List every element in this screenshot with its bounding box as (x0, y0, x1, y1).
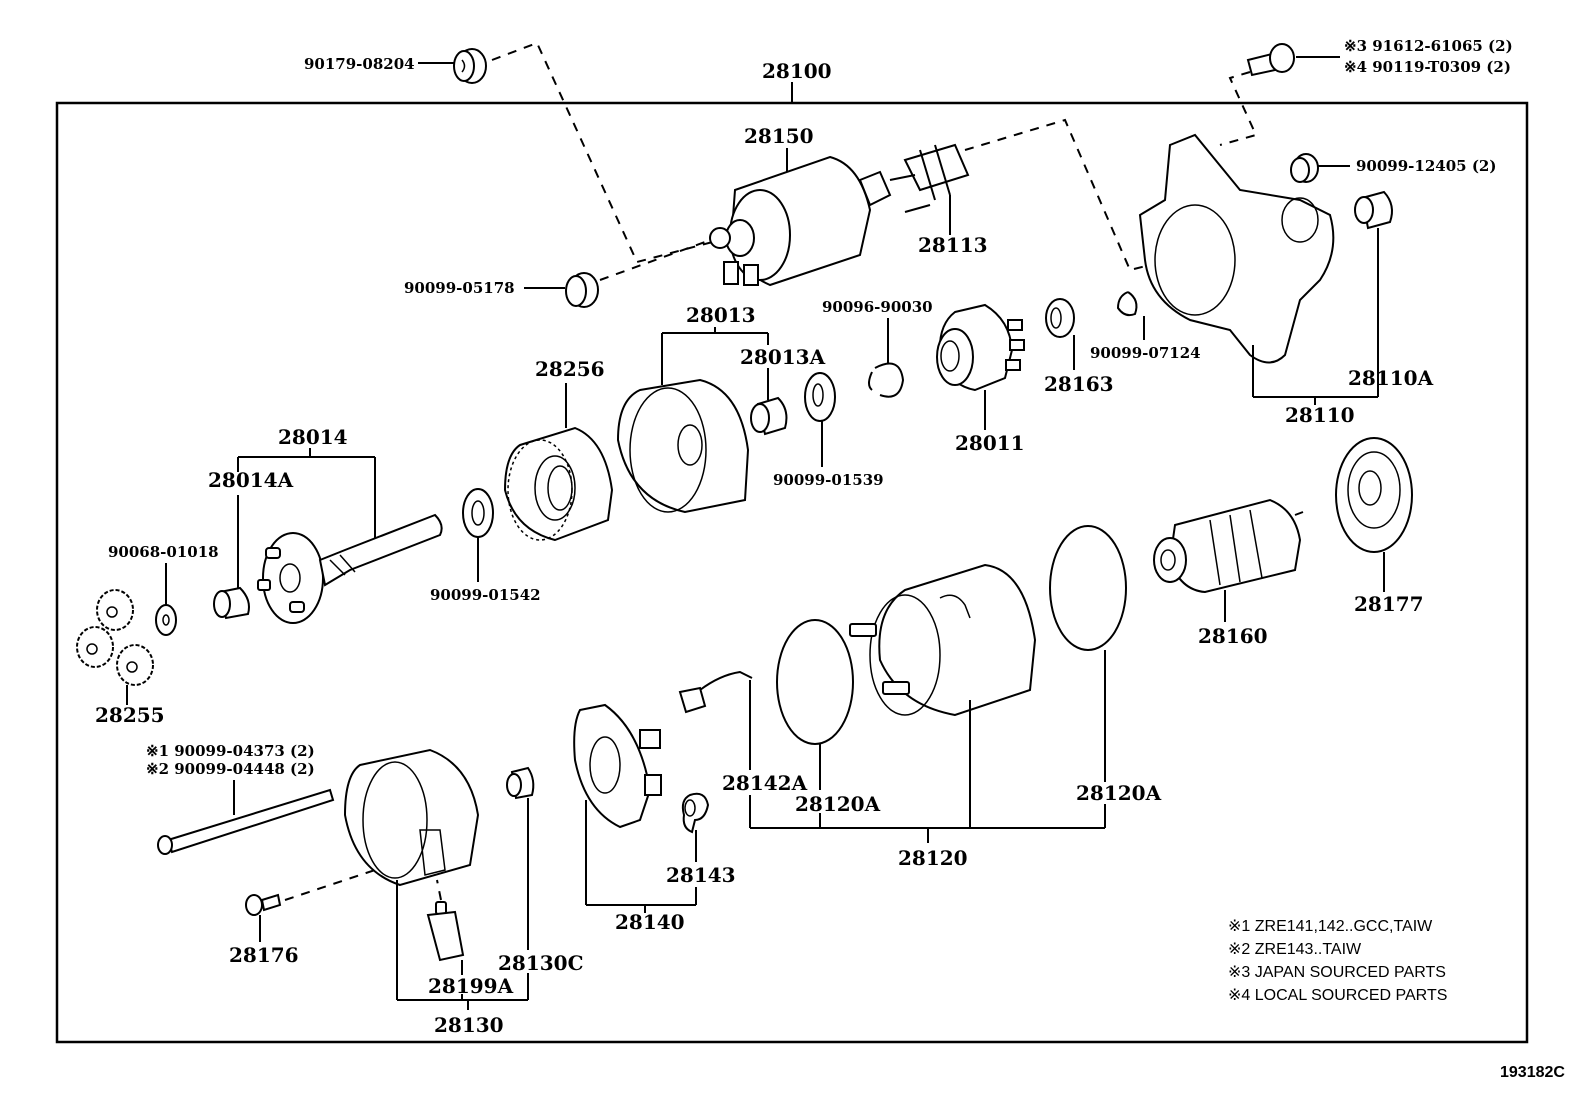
armature-28160-icon (1153, 498, 1304, 594)
label-90099-04448[interactable]: ※2 90099-04448 (2) (146, 760, 315, 778)
label-28110[interactable]: 28110 (1285, 403, 1355, 427)
label-28143[interactable]: 28143 (666, 863, 736, 887)
label-28160[interactable]: 28160 (1198, 624, 1268, 648)
yoke-28120-icon (849, 563, 1037, 717)
dash-line-screw (284, 869, 376, 901)
label-28140[interactable]: 28140 (615, 910, 685, 934)
washer-90099-01542-icon (462, 488, 494, 538)
dash-line-solenoid (599, 241, 706, 281)
dash-line-top-nut (491, 41, 721, 264)
dust-cap-28199A-icon (426, 901, 465, 962)
note-3: ※3 JAPAN SOURCED PARTS (1228, 964, 1446, 981)
figure-code: 193182C (1500, 1064, 1565, 1081)
o-ring-28120A-left-icon (776, 619, 854, 745)
label-90099-01542[interactable]: 90099-01542 (430, 586, 541, 604)
label-90119-T0309[interactable]: ※4 90119-T0309 (2) (1344, 58, 1511, 76)
label-90096-90030[interactable]: 90096-90030 (822, 298, 933, 316)
label-28013[interactable]: 28013 (686, 303, 756, 327)
label-28130C[interactable]: 28130C (498, 951, 584, 975)
label-28163[interactable]: 28163 (1044, 372, 1114, 396)
label-28113[interactable]: 28113 (918, 233, 988, 257)
label-28150[interactable]: 28150 (744, 124, 814, 148)
label-90099-04373[interactable]: ※1 90099-04373 (2) (146, 742, 315, 760)
housing-28110-icon (1138, 133, 1335, 364)
label-90068-01018[interactable]: 90068-01018 (108, 543, 219, 561)
terminal-28113-icon (889, 143, 970, 213)
pinion-28011-icon (936, 303, 1025, 392)
label-28199A[interactable]: 28199A (428, 974, 514, 998)
solenoid-28150-icon (709, 155, 892, 287)
label-90179-08204[interactable]: 90179-08204 (304, 55, 415, 73)
washer-90099-01539-icon (804, 372, 836, 422)
bushing-28014A-icon (213, 586, 250, 620)
label-91612-61065[interactable]: ※3 91612-61065 (2) (1344, 37, 1513, 55)
label-90099-05178[interactable]: 90099-05178 (404, 279, 515, 297)
output-shaft-28014-icon (257, 513, 443, 624)
o-ring-28120A-right-icon (1049, 525, 1127, 651)
label-28120A-left[interactable]: 28120A (795, 792, 881, 816)
note-2: ※2 ZRE143..TAIW (1228, 941, 1362, 958)
nut-90099-05178-icon (565, 272, 599, 308)
through-bolt-icon (157, 788, 335, 855)
label-28014A[interactable]: 28014A (208, 468, 294, 492)
dash-line-dust-cap (436, 879, 442, 901)
collar-28163-icon (1045, 298, 1075, 338)
bushing-28013A-icon (750, 396, 788, 436)
bushing-28110A-icon (1354, 190, 1393, 230)
washer-90068-01018-icon (155, 604, 177, 636)
snap-ring-90096-90030-icon (868, 362, 905, 398)
brush-28142A-icon (678, 670, 753, 714)
label-28142A[interactable]: 28142A (722, 771, 808, 795)
bolt-91612-61065-icon (1246, 43, 1295, 77)
screw-28176-icon (245, 893, 282, 916)
nut-90099-12405-icon (1290, 153, 1319, 183)
brush-holder-28140-icon (573, 703, 662, 829)
internal-gear-28256-icon (503, 426, 614, 542)
label-90099-07124[interactable]: 90099-07124 (1090, 344, 1201, 362)
clip-90099-07124-icon (1116, 291, 1138, 317)
label-28014[interactable]: 28014 (278, 425, 348, 449)
nut-90179-08204-icon (453, 48, 487, 84)
end-frame-28130-icon (343, 748, 480, 887)
note-1: ※1 ZRE141,142..GCC,TAIW (1228, 918, 1433, 935)
planetary-gears-28255-icon (76, 589, 154, 686)
label-28130[interactable]: 28130 (434, 1013, 504, 1037)
label-28120[interactable]: 28120 (898, 846, 968, 870)
label-28013A[interactable]: 28013A (740, 345, 826, 369)
label-28120A-right[interactable]: 28120A (1076, 781, 1162, 805)
label-28011[interactable]: 28011 (955, 431, 1025, 455)
label-28256[interactable]: 28256 (535, 357, 605, 381)
spring-28143-icon (681, 792, 710, 834)
label-90099-12405[interactable]: 90099-12405 (2) (1356, 157, 1496, 175)
dash-line-bolt-top (1219, 71, 1258, 146)
label-28255[interactable]: 28255 (95, 703, 165, 727)
label-28176[interactable]: 28176 (229, 943, 299, 967)
clutch-housing-28013-icon (616, 378, 750, 514)
label-28177[interactable]: 28177 (1354, 592, 1424, 616)
label-28110A[interactable]: 28110A (1348, 366, 1434, 390)
plate-28177-icon (1335, 437, 1413, 553)
label-90099-01539[interactable]: 90099-01539 (773, 471, 884, 489)
note-4: ※4 LOCAL SOURCED PARTS (1228, 987, 1447, 1004)
bushing-28130C-icon (506, 766, 535, 800)
label-28100[interactable]: 28100 (762, 59, 832, 83)
